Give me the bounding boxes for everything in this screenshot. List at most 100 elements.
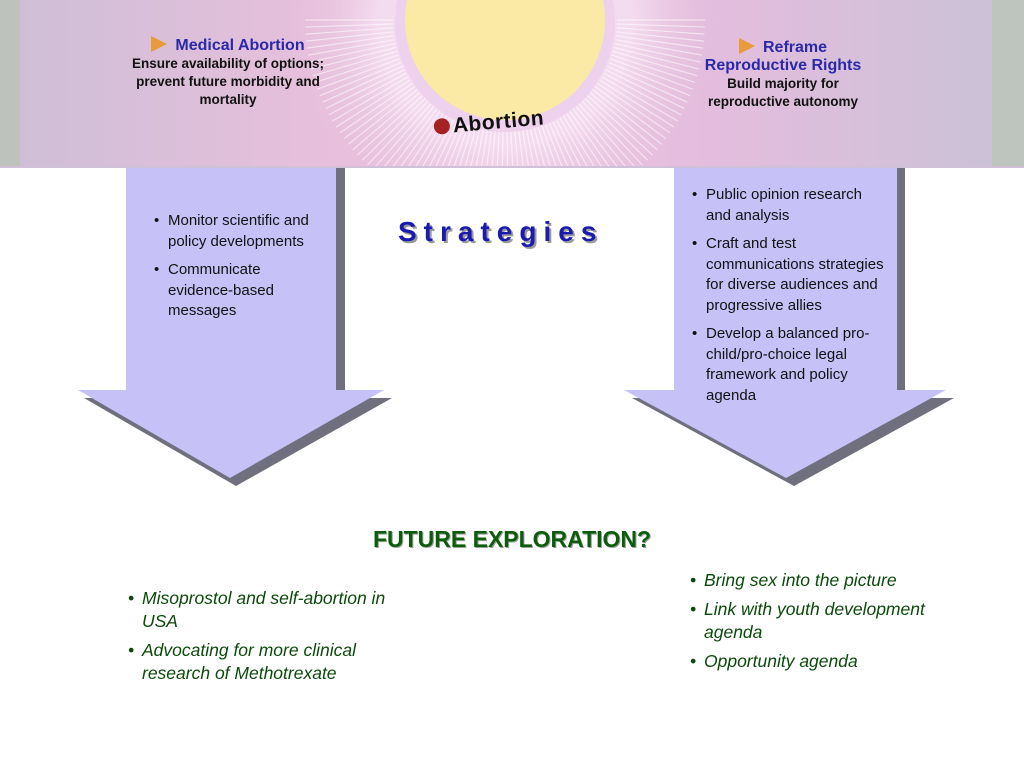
sun-ray xyxy=(616,23,705,28)
sun-ray xyxy=(464,127,477,168)
sun-ray xyxy=(314,54,399,84)
reframe-rights-subtitle: Build majority for reproductive autonomy xyxy=(707,76,859,109)
sun-ray xyxy=(555,119,583,168)
sun-ray xyxy=(458,126,473,168)
reframe-rights-title-row: Reframe Reproductive Rights xyxy=(690,38,876,75)
sun-ray xyxy=(332,76,409,122)
medical-abortion-title: Medical Abortion xyxy=(175,37,305,54)
sun-ray xyxy=(434,121,458,168)
sun-ray xyxy=(522,130,530,168)
list-item: Communicate evidence-based messages xyxy=(154,260,314,322)
reframe-rights-title: Reframe Reproductive Rights xyxy=(704,39,862,74)
list-item: Advocating for more clinical research of… xyxy=(128,639,418,685)
sun-ray xyxy=(361,98,426,161)
sun-ray xyxy=(616,31,704,42)
sun-ray xyxy=(589,92,658,151)
sun-ray xyxy=(305,27,394,35)
sun-ray xyxy=(548,122,570,168)
sun-ray xyxy=(308,39,395,56)
sun-ray xyxy=(343,85,416,140)
sun-ray xyxy=(310,46,397,70)
sun-ray xyxy=(510,131,514,168)
sun-ray xyxy=(552,121,576,168)
sun-ray xyxy=(347,89,418,145)
orange-triangle-icon xyxy=(151,36,168,52)
sun-ray xyxy=(529,128,541,168)
sun-ray xyxy=(506,131,509,168)
sun-ray xyxy=(566,113,604,168)
sun-ray xyxy=(611,54,696,84)
sun-ray xyxy=(475,129,484,168)
sun-ray xyxy=(601,76,678,122)
sun-ray xyxy=(486,131,492,168)
sun-ray xyxy=(592,89,663,145)
sun-ray xyxy=(603,72,682,116)
list-item: Develop a balanced pro-child/pro-choice … xyxy=(692,324,884,406)
sun-ray xyxy=(446,124,465,168)
sun-ray xyxy=(496,131,500,168)
sun-ray xyxy=(575,106,628,168)
medical-abortion-subtitle: Ensure availability of options; prevent … xyxy=(131,56,325,107)
sun-ray xyxy=(594,85,667,140)
sun-ray xyxy=(501,131,504,168)
future-left-list: Misoprostol and self-abortion in USA Adv… xyxy=(128,587,418,691)
strategies-title: Strategies xyxy=(398,216,604,247)
sun-ray xyxy=(309,42,396,63)
sun-ray xyxy=(584,98,649,161)
sun-ray xyxy=(306,31,394,42)
sun-ray xyxy=(339,82,413,134)
sun-ray xyxy=(306,35,395,49)
list-item: Misoprostol and self-abortion in USA xyxy=(128,587,418,633)
sun-ray xyxy=(597,82,671,134)
sun-ray xyxy=(480,130,488,168)
sun-ray xyxy=(319,61,402,97)
sun-ray xyxy=(616,27,705,35)
sun-ray xyxy=(382,106,435,168)
sun-ray xyxy=(335,79,411,128)
orange-triangle-icon xyxy=(738,38,755,54)
reframe-rights-header: Reframe Reproductive Rights Build majori… xyxy=(690,38,876,111)
list-item: Bring sex into the picture xyxy=(690,569,960,592)
right-strategy-list: Public opinion research and analysis Cra… xyxy=(692,185,884,414)
list-item: Opportunity agenda xyxy=(690,650,960,673)
sun-ray xyxy=(614,42,701,63)
future-right-list: Bring sex into the picture Link with you… xyxy=(690,569,960,679)
sun-ray xyxy=(373,103,432,168)
sun-ray xyxy=(399,110,441,168)
sun-ray xyxy=(357,95,423,156)
sun-ray xyxy=(615,39,702,56)
sun-ray xyxy=(599,79,675,128)
list-item: Craft and test communications strategies… xyxy=(692,234,884,316)
sun-ray xyxy=(317,58,401,90)
sun-ray xyxy=(578,103,637,168)
sun-ray xyxy=(606,65,688,103)
sun-ray xyxy=(545,124,564,168)
future-exploration-title: FUTURE EXPLORATION? xyxy=(372,526,652,552)
sun-ray xyxy=(612,50,698,77)
sun-ray xyxy=(312,50,398,77)
sun-ray xyxy=(328,72,407,116)
header-banner xyxy=(0,0,1024,168)
sun-ray xyxy=(608,61,691,97)
sun-ray xyxy=(352,92,421,151)
sun-ray xyxy=(366,100,429,166)
medical-abortion-header: Medical Abortion Ensure availability of … xyxy=(128,36,328,109)
sun-ray xyxy=(322,65,404,103)
sun-ray xyxy=(613,46,700,70)
sun-ray xyxy=(526,129,535,168)
sun-ray xyxy=(587,95,653,156)
sun-ray xyxy=(605,69,685,110)
medical-abortion-title-row: Medical Abortion xyxy=(128,36,328,55)
sun-ray xyxy=(469,128,481,168)
sun-ray xyxy=(569,110,611,168)
sun-ray xyxy=(305,23,394,28)
sun-ray xyxy=(615,35,704,49)
sun-ray xyxy=(440,122,462,168)
sun-ray xyxy=(562,115,596,168)
sun-ray xyxy=(581,100,644,166)
sun-ray xyxy=(559,117,589,168)
sun-ray xyxy=(491,131,496,168)
left-strategy-list: Monitor scientific and policy developmen… xyxy=(154,211,314,330)
sun-ray xyxy=(325,69,405,110)
list-item: Monitor scientific and policy developmen… xyxy=(154,211,314,252)
